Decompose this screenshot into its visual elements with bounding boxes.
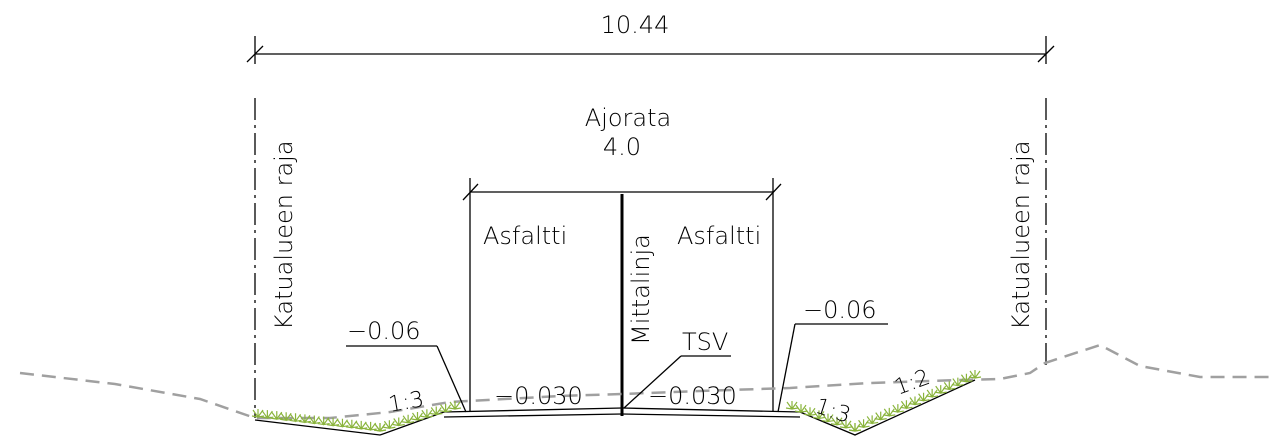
grass-tuft — [821, 413, 835, 423]
right-ditch-inner-slope: 1:3 — [812, 394, 853, 429]
grass-tuft — [383, 420, 396, 430]
left-level-leader: −0.06 — [346, 317, 467, 413]
left-boundary-label: Katualueen raja — [270, 140, 298, 330]
grass-tuft — [803, 407, 817, 417]
grass-tuft — [448, 401, 462, 411]
grass-tuft — [364, 421, 377, 431]
grass-tuft — [439, 403, 452, 413]
grass-tuft — [392, 417, 405, 427]
grass-tuft — [420, 409, 433, 419]
grass-tuft — [280, 412, 293, 422]
grass-tuft — [308, 415, 321, 425]
carriageway-width-label: 4.0 — [603, 133, 641, 161]
left-ditch-slope: 1:3 — [387, 387, 426, 418]
left-grass-area — [251, 401, 462, 433]
grass-tuft — [345, 419, 358, 429]
grass-tuft — [794, 404, 808, 414]
grass-tuft — [968, 370, 982, 380]
grass-tuft — [298, 414, 312, 424]
grass-tuft — [326, 417, 340, 427]
grass-tuft — [830, 416, 844, 426]
left-crossfall-label: −0.030 — [494, 382, 583, 410]
grass-tuft — [289, 413, 302, 423]
overall-width-label: 10.44 — [601, 11, 670, 39]
left-surface-label: Asfaltti — [483, 222, 567, 250]
grass-tuft — [336, 418, 349, 428]
right-boundary-label: Katualueen raja — [1007, 140, 1035, 330]
right-crossfall-label: −0.030 — [648, 382, 737, 410]
overall-dimension: 10.44 — [246, 11, 1055, 64]
grass-tuft — [270, 411, 283, 421]
grass-tuft — [839, 419, 853, 429]
grass-tuft — [261, 410, 274, 420]
grass-tuft — [430, 406, 443, 416]
right-surface-label: Asfaltti — [677, 222, 761, 250]
carriageway-dimension: Ajorata 4.0 — [462, 104, 782, 412]
tsv-label: TSV — [682, 328, 728, 356]
carriageway-label: Ajorata — [585, 104, 671, 132]
grass-tuft — [251, 409, 265, 419]
tsv-leader: TSV — [623, 328, 731, 409]
right-level-leader: −0.06 — [777, 296, 888, 413]
existing-ground-line — [19, 343, 1273, 420]
grass-tuft — [812, 410, 826, 420]
right-grass-area — [785, 370, 982, 433]
left-edge-level: −0.06 — [347, 317, 421, 345]
right-edge-level: −0.06 — [803, 296, 877, 324]
grass-tuft — [402, 414, 415, 424]
grass-tuft — [355, 420, 368, 430]
centerline-label: Mittalinja — [627, 234, 655, 345]
grass-tuft — [317, 416, 330, 426]
grass-tuft — [785, 401, 799, 411]
grass-tuft — [373, 423, 387, 433]
grass-tuft — [411, 412, 424, 422]
pavement — [443, 407, 801, 418]
